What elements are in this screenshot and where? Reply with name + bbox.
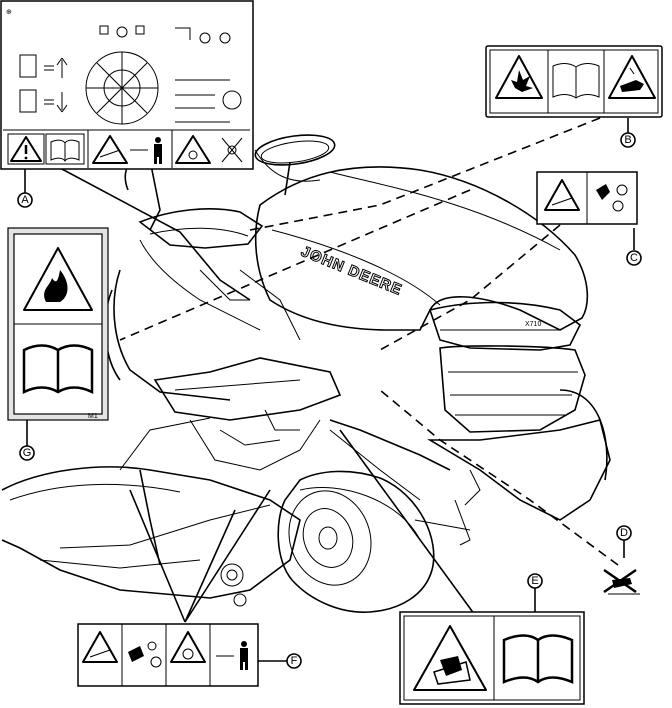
callout-f: F	[286, 653, 302, 669]
crush-hazard-icon	[413, 625, 487, 691]
steering-wheel	[254, 134, 336, 196]
keep-distance-icon	[130, 137, 162, 164]
operator-manual-icon	[552, 63, 600, 99]
callout-f-label: F	[291, 655, 298, 667]
operator-manual-icon	[22, 344, 94, 395]
mower-deck	[1, 417, 301, 607]
callout-d: D	[616, 525, 632, 541]
decal-a-panel: ⊕	[0, 0, 254, 170]
chassis	[199, 269, 451, 501]
decal-c-panel	[536, 171, 638, 225]
corrosive-hand-icon	[608, 55, 656, 99]
figure-code: M1	[88, 413, 98, 420]
decal-d-icon	[603, 568, 640, 595]
fire-explosion-icon	[495, 55, 543, 99]
operator-manual-icon	[45, 133, 85, 165]
decal-f-panel	[77, 623, 259, 687]
keep-distance-icon	[216, 641, 248, 670]
thrown-object-icon	[128, 641, 162, 668]
brand-badge: JOHN DEERE	[298, 242, 405, 299]
callout-b-label: B	[624, 134, 631, 146]
rollover-hazard-icon	[175, 135, 211, 164]
parking-brake-icon	[19, 54, 68, 113]
no-passenger-icon	[221, 137, 243, 163]
callout-d-label: D	[620, 527, 628, 539]
callout-g: G	[19, 445, 35, 461]
decal-g-panel: M1	[7, 227, 109, 421]
callout-a-label: A	[21, 194, 29, 206]
warning-triangle-icon	[7, 133, 45, 165]
front-end	[414, 389, 611, 546]
model-text: X710	[525, 321, 541, 328]
flammable-fire-icon	[23, 247, 93, 311]
callout-e-label: E	[531, 575, 538, 587]
decal-e-panel	[399, 611, 585, 705]
control-symbols-icon	[175, 27, 242, 123]
callout-c: C	[626, 250, 642, 266]
brand-text: JOHN DEERE	[299, 243, 405, 299]
slope-hazard-icon	[92, 135, 128, 164]
tractor-body	[104, 239, 342, 471]
slope-hazard-icon	[82, 631, 118, 663]
blade-hazard-icon	[170, 631, 206, 663]
no-lift-jack-icon	[603, 568, 640, 595]
no-spark-icon	[596, 184, 628, 212]
slope-hazard-icon	[544, 179, 580, 211]
operator-seat	[124, 158, 264, 249]
speed-dial-icon	[85, 25, 159, 125]
decal-b-panel	[485, 45, 663, 118]
operator-manual-icon	[502, 634, 574, 684]
callout-a: A	[17, 192, 33, 208]
callout-c-label: C	[630, 252, 638, 264]
callout-b: B	[620, 132, 636, 148]
callout-g-label: G	[23, 447, 32, 459]
callout-e: E	[527, 573, 543, 589]
svg-text:⊕: ⊕	[6, 9, 12, 16]
leader-lines	[24, 117, 635, 662]
